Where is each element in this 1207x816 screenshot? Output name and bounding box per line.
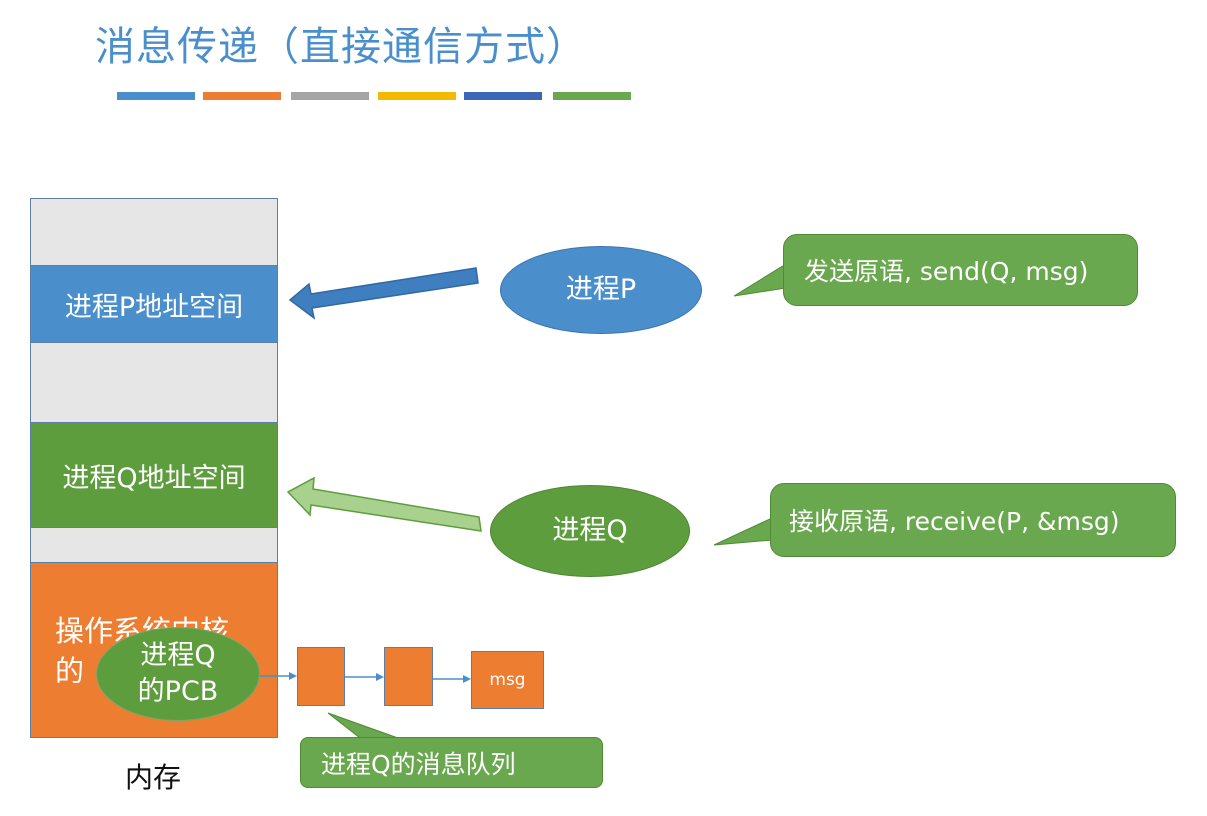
kernel-label-line2: 的 (55, 654, 85, 688)
process-q-node: 进程Q (490, 485, 690, 577)
color-bar-gray (291, 92, 369, 100)
arrow-q-to-space (286, 476, 482, 532)
queue-message-block-2 (384, 647, 433, 706)
memory-free-2 (30, 342, 278, 423)
message-queue-callout: 进程Q的消息队列 (300, 737, 603, 788)
callout-send-tail (733, 263, 787, 297)
callout-recv-tail (713, 517, 773, 546)
color-bar-blue (117, 92, 195, 100)
pcb-label-line2: 的PCB (137, 676, 219, 707)
page-title: 消息传递（直接通信方式） (95, 24, 587, 70)
process-p-address-space: 进程P地址空间 (30, 265, 278, 343)
arrow-p-to-space (288, 267, 479, 320)
send-primitive-callout: 发送原语, send(Q, msg) (783, 234, 1138, 306)
process-q-pcb-node: 进程Q 的PCB (96, 627, 260, 721)
queue-link-2-head (376, 673, 384, 681)
queue-message-block-1 (297, 647, 345, 706)
process-p-node: 进程P (500, 246, 702, 334)
color-bar-green (553, 92, 631, 100)
queue-message-block-msg: msg (471, 651, 544, 709)
memory-label: 内存 (125, 761, 182, 794)
memory-free-1 (30, 198, 278, 266)
callout-queue-tail (327, 712, 399, 739)
color-bar-yellow (378, 92, 456, 100)
pcb-label-line1: 进程Q (140, 640, 216, 671)
queue-link-3-head (463, 675, 471, 683)
queue-link-1-head (289, 672, 297, 680)
receive-primitive-callout: 接收原语, receive(P, &msg) (770, 483, 1176, 557)
memory-free-3 (30, 527, 278, 563)
process-q-address-space: 进程Q地址空间 (30, 422, 278, 528)
color-bar-orange (203, 92, 281, 100)
color-bar-darkblue (464, 92, 542, 100)
